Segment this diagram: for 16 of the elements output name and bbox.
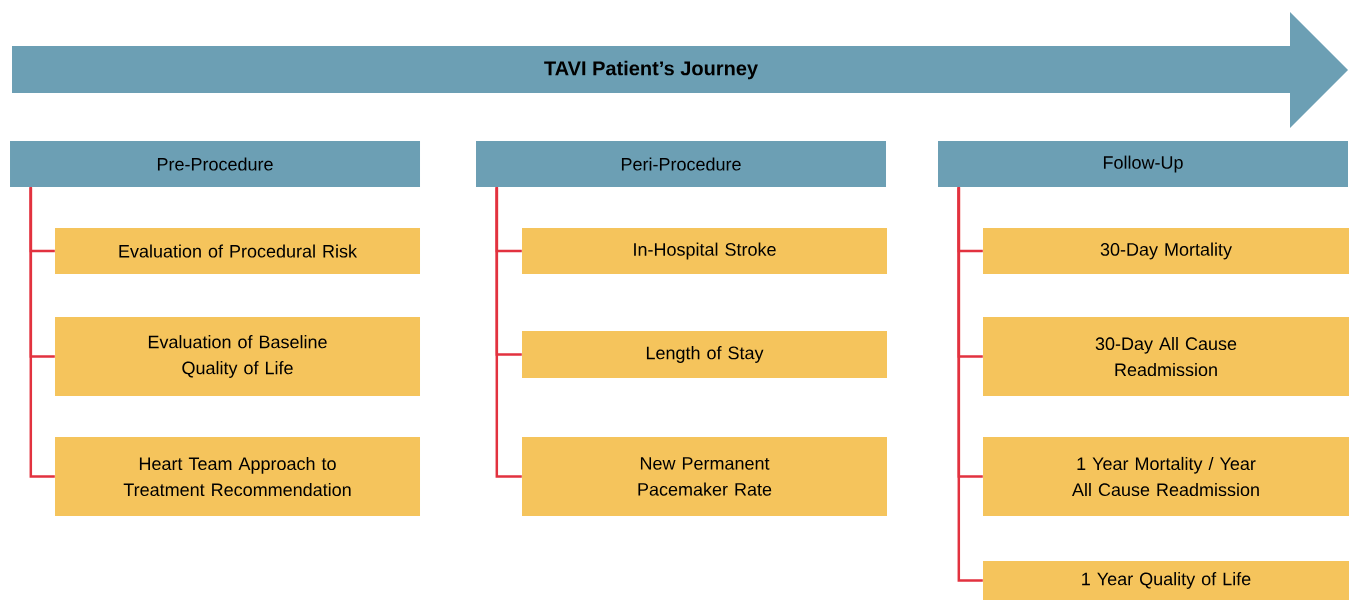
connector-line [495,187,522,478]
outcome-box: 30-Day All Cause Readmission [983,317,1349,396]
stage-header: Peri-Procedure [476,141,886,187]
outcome-box: New Permanent Pacemaker Rate [522,437,887,516]
outcome-box: Length of Stay [522,331,887,378]
stage-header: Pre-Procedure [10,141,420,187]
connector-line [957,187,983,582]
outcome-box: 1 Year Mortality / Year All Cause Readmission [983,437,1349,516]
outcome-box: Evaluation of Baseline Quality of Life [55,317,420,396]
outcome-box: Evaluation of Procedural Risk [55,228,420,274]
outcome-box: In-Hospital Stroke [522,228,887,274]
outcome-box: 30-Day Mortality [983,228,1349,274]
outcome-box: 1 Year Quality of Life [983,561,1349,600]
outcome-box: Heart Team Approach to Treatment Recommendation [55,437,420,516]
connector-line [29,187,55,478]
stage-header: Follow-Up [938,141,1348,187]
